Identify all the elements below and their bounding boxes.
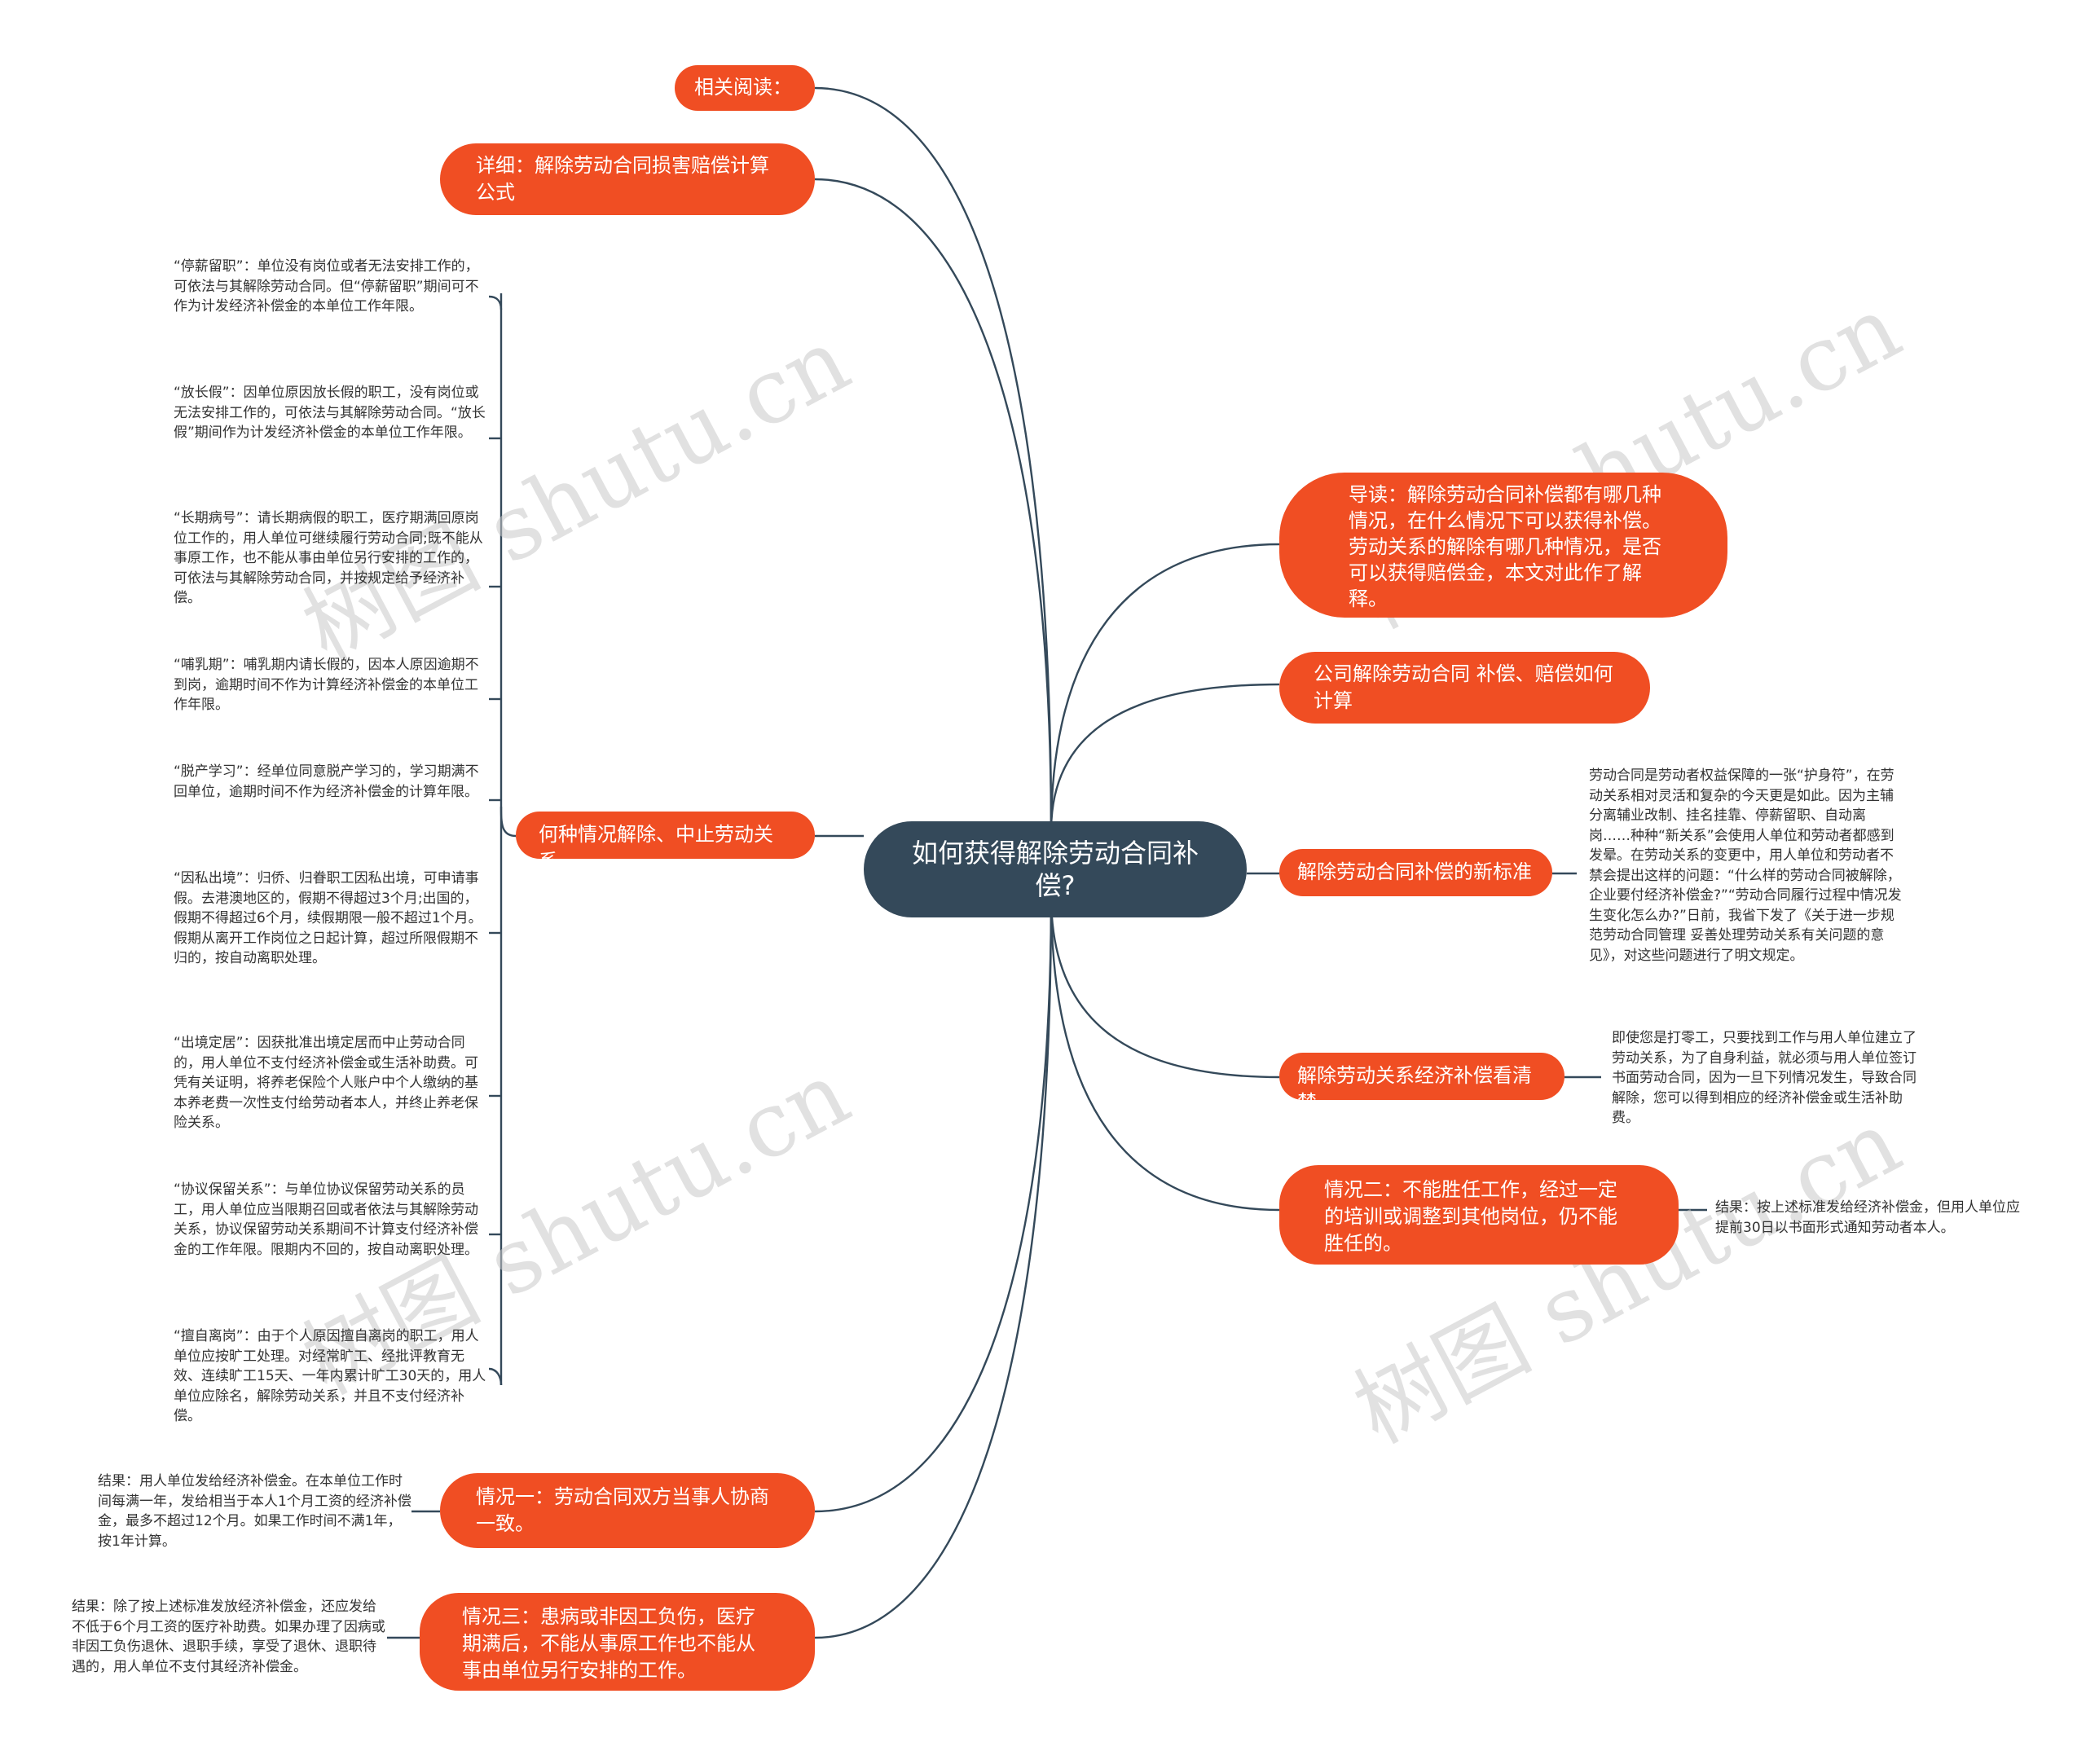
note-stop-pay: “停薪留职”：单位没有岗位或者无法安排工作的，可依法与其解除劳动合同。但“停薪留… — [174, 258, 479, 315]
note-nursing: “哺乳期”：哺乳期内请长假的，因本人原因逾期不到岗，逾期时间不作为计算经济补偿金… — [174, 657, 479, 713]
note-long-sick: “长期病号”：请长期病假的职工，医疗期满回原岗位工作的，用人单位可继续履行劳动合… — [174, 510, 483, 606]
node-label: 导读：解除劳动合同补偿都有哪几种情况，在什么情况下可以获得补偿。劳动关系的解除有… — [1349, 483, 1661, 610]
note-settle-abroad: “出境定居”：因获批准出境定居而中止劳动合同的，用人单位不支付经济补偿金或生活补… — [174, 1035, 478, 1131]
node-case-2[interactable]: 情况二：不能胜任工作，经过一定的培训或调整到其他岗位，仍不能胜任的。 — [1279, 1165, 1679, 1265]
node-label: 情况三：患病或非因工负伤，医疗期满后，不能从事原工作也不能从事由单位另行安排的工… — [462, 1605, 755, 1682]
node-label: 情况一：劳动合同双方当事人协商一致。 — [476, 1485, 769, 1535]
node-related-reading[interactable]: 相关阅读： — [675, 65, 815, 111]
node-label: 详细：解除劳动合同损害赔偿计算公式 — [476, 154, 769, 204]
root-title: 如何获得解除劳动合同补偿? — [911, 838, 1199, 901]
note-keep-relation: “协议保留关系”：与单位协议保留劳动关系的员工，用人单位应当限期召回或者依法与其… — [174, 1181, 478, 1258]
node-label: 何种情况解除、中止劳动关系 — [539, 823, 773, 873]
node-label: 解除劳动关系经济补偿看清楚 — [1297, 1064, 1532, 1114]
node-case-3[interactable]: 情况三：患病或非因工负伤，医疗期满后，不能从事原工作也不能从事由单位另行安排的工… — [420, 1593, 815, 1691]
node-new-standard[interactable]: 解除劳动合同补偿的新标准 — [1279, 849, 1552, 896]
node-compensation-clear[interactable]: 解除劳动关系经济补偿看清楚 — [1279, 1053, 1564, 1114]
note-absent: “擅自离岗”：由于个人原因擅自离岗的职工，用人单位应按旷工处理。对经常旷工、经批… — [174, 1328, 486, 1424]
node-label: 解除劳动合同补偿的新标准 — [1297, 860, 1532, 883]
node-how-cases[interactable]: 何种情况解除、中止劳动关系 — [516, 812, 815, 873]
note-case-1-result: 结果：用人单位发给经济补偿金。在本单位工作时间每满一年，发给相当于本人1个月工资… — [98, 1473, 411, 1550]
node-intro[interactable]: 导读：解除劳动合同补偿都有哪几种情况，在什么情况下可以获得补偿。劳动关系的解除有… — [1279, 473, 1727, 618]
note-study: “脱产学习”：经单位同意脱产学习的，学习期满不回单位，逾期时间不作为经济补偿金的… — [174, 763, 479, 800]
node-label: 情况二：不能胜任工作，经过一定的培训或调整到其他岗位，仍不能胜任的。 — [1324, 1178, 1617, 1255]
note-new-standard-detail: 劳动合同是劳动者权益保障的一张“护身符”，在劳动关系相对灵活和复杂的今天更是如此… — [1589, 768, 1902, 964]
note-case-2-result: 结果：按上述标准发给经济补偿金，但用人单位应提前30日以书面形式通知劳动者本人。 — [1715, 1199, 2020, 1236]
root-topic[interactable]: 如何获得解除劳动合同补偿? — [864, 821, 1247, 917]
node-label: 公司解除劳动合同 补偿、赔偿如何计算 — [1314, 662, 1613, 712]
node-case-1[interactable]: 情况一：劳动合同双方当事人协商一致。 — [440, 1473, 815, 1548]
note-private-exit: “因私出境”：归侨、归眷职工因私出境，可申请事假。去港澳地区的，假期不得超过3个… — [174, 870, 482, 966]
note-case-3-result: 结果：除了按上述标准发放经济补偿金，还应发给不低于6个月工资的医疗补助费。如果办… — [72, 1599, 385, 1675]
note-long-leave: “放长假”：因单位原因放长假的职工，没有岗位或无法安排工作的，可依法与其解除劳动… — [174, 385, 486, 441]
node-detail-formula[interactable]: 详细：解除劳动合同损害赔偿计算公式 — [440, 143, 815, 215]
node-company-terminate[interactable]: 公司解除劳动合同 补偿、赔偿如何计算 — [1279, 652, 1650, 724]
node-label: 相关阅读： — [694, 76, 792, 99]
note-clear-detail: 即使您是打零工，只要找到工作与用人单位建立了劳动关系，为了自身利益，就必须与用人… — [1612, 1030, 1917, 1126]
